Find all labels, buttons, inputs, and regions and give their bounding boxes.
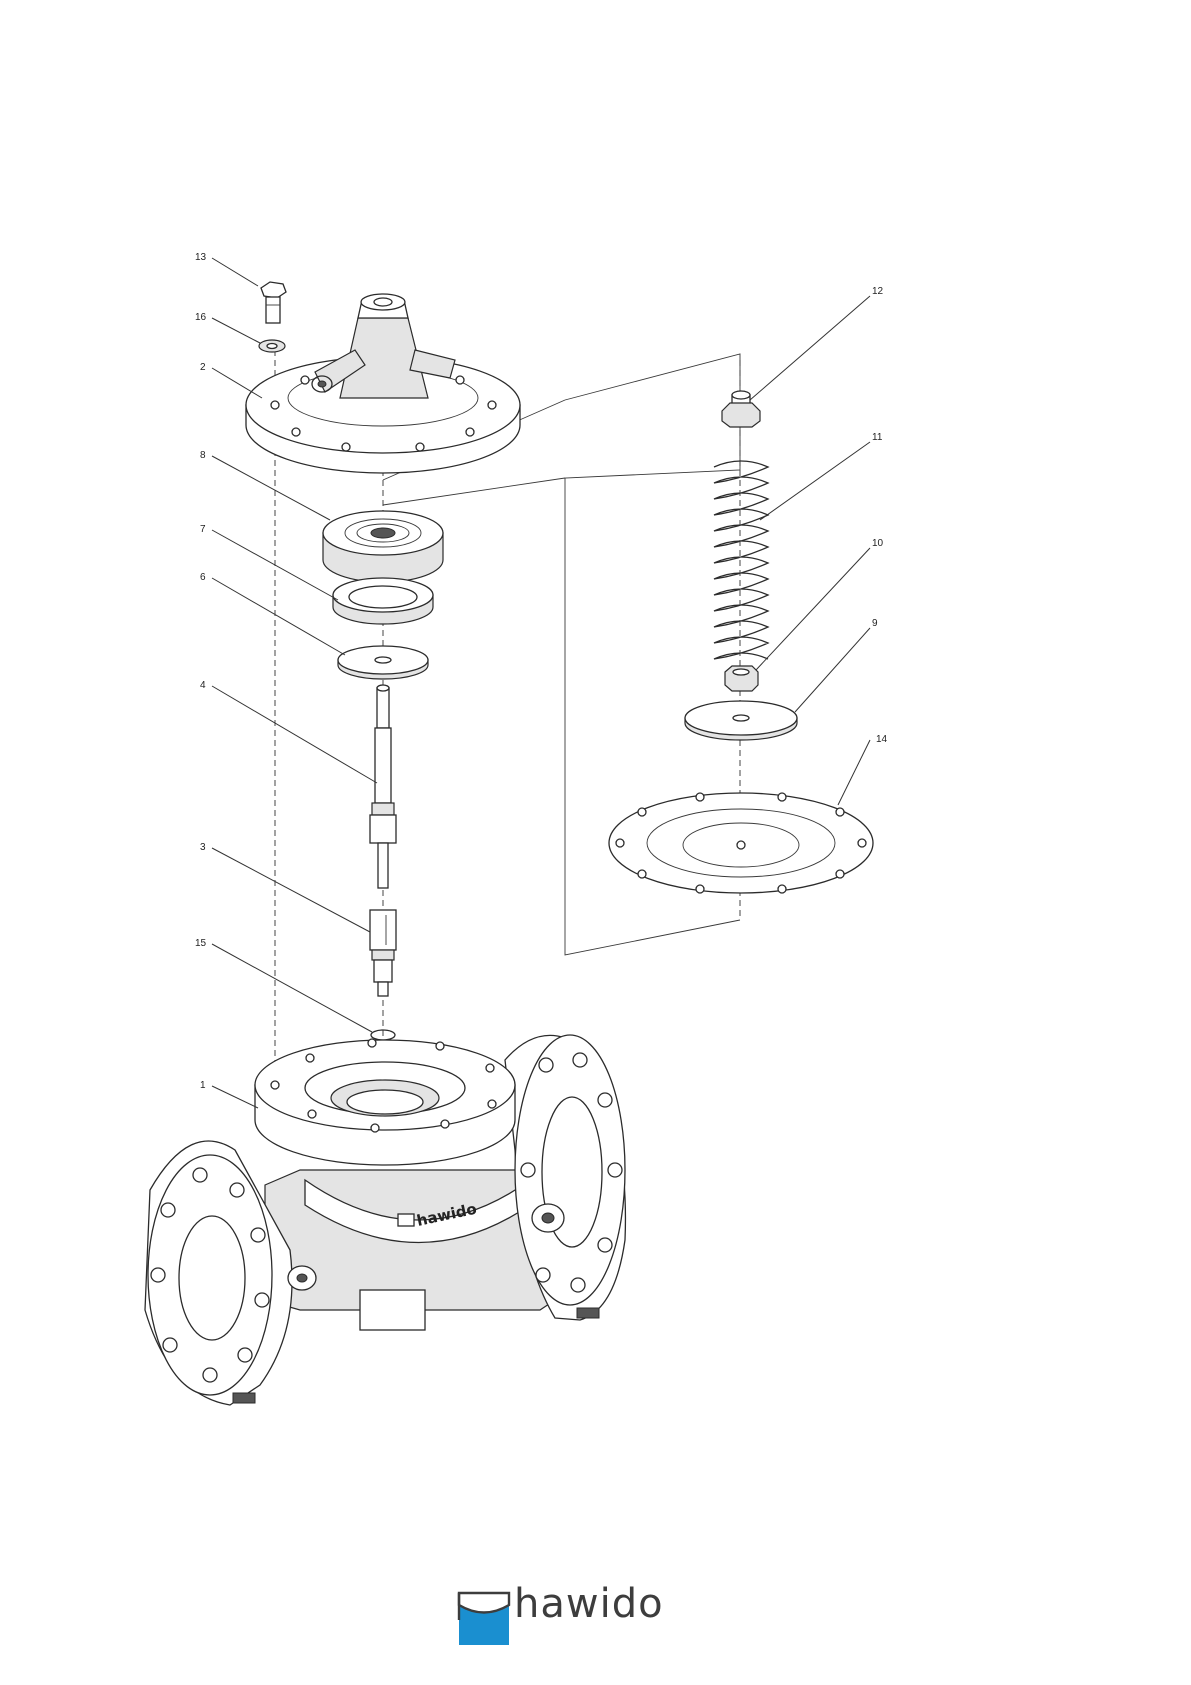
part-7-ring [333,578,433,624]
part-12-spring [714,461,768,659]
part-1-valve-body: hawido [145,1035,625,1405]
part-4-stem [370,685,396,888]
part-2-bonnet [246,294,520,473]
part-9-diaphragm [609,793,873,893]
callout-14: 13 [195,252,207,263]
callout-4: 4 [200,680,206,691]
part-6-disc [338,646,428,679]
callout-13: 12 [872,286,884,297]
callout-11: 10 [872,538,884,549]
part-16-washer [259,340,285,352]
callout-9: 14 [876,734,888,745]
part-14-bolt [261,282,286,323]
footer-logo-text: hawido [514,1581,664,1627]
part-10-disc [685,701,797,740]
callout-10: 9 [872,618,878,629]
callout-3: 3 [200,842,206,853]
callout-6: 6 [200,572,206,583]
callout-8: 8 [200,450,206,461]
part-8-upper-plate [323,511,443,582]
hawido-logo: hawido [459,1581,664,1645]
part-3-insert [370,910,396,996]
callout-12: 11 [872,432,883,443]
callout-2: 2 [200,362,206,373]
callout-15: 15 [195,938,207,949]
callout-7: 7 [200,524,206,535]
callout-1: 1 [200,1080,206,1091]
part-11-nut [725,666,758,691]
callout-16: 16 [195,312,207,323]
